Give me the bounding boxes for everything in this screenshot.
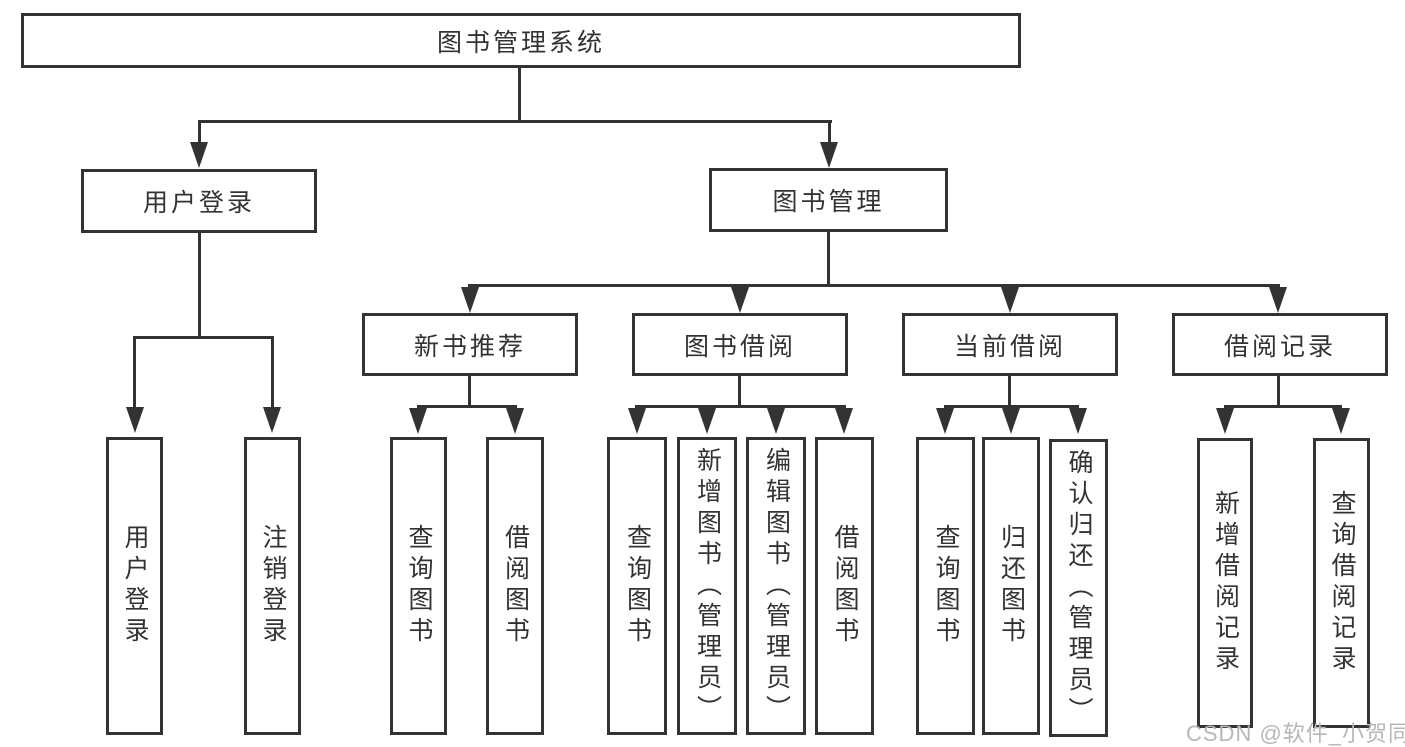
connector-login-hline bbox=[133, 336, 274, 339]
connector-root-left-shaft bbox=[198, 120, 201, 146]
node-current-borrow: 当前借阅 bbox=[902, 313, 1118, 376]
arrow-down-icon bbox=[1069, 408, 1087, 434]
connector-borrow-vline bbox=[738, 376, 741, 408]
leaf-borrow-books-recommend: 借阅图书 bbox=[486, 437, 544, 735]
arrow-down-icon bbox=[820, 142, 838, 168]
connector-records-hline bbox=[1224, 405, 1342, 408]
connector-recommend-vline bbox=[468, 376, 471, 408]
connector-borrow-hline bbox=[636, 405, 846, 408]
arrow-down-icon bbox=[1216, 408, 1234, 434]
node-user-login: 用户登录 bbox=[81, 169, 317, 233]
leaf-return-book: 归还图书 bbox=[982, 437, 1040, 735]
arrow-down-icon bbox=[835, 408, 853, 434]
connector-login-vline bbox=[198, 233, 201, 336]
csdn-watermark: CSDN @软件_小贺同学 bbox=[1186, 721, 1405, 746]
arrow-down-icon bbox=[1002, 408, 1020, 434]
connector-login-shaft bbox=[133, 336, 136, 409]
connector-logout-shaft bbox=[271, 336, 274, 409]
arrow-down-icon bbox=[126, 407, 144, 433]
leaf-logout: 注销登录 bbox=[244, 437, 301, 735]
node-root: 图书管理系统 bbox=[21, 13, 1021, 68]
arrow-down-icon bbox=[190, 142, 208, 168]
arrow-down-icon bbox=[409, 408, 427, 434]
connector-mgmt-hline bbox=[469, 284, 1280, 287]
arrow-down-icon bbox=[731, 287, 749, 313]
leaf-query-books-borrow: 查询图书 bbox=[607, 437, 667, 735]
arrow-down-icon bbox=[506, 408, 524, 434]
leaf-borrow-books-borrow: 借阅图书 bbox=[815, 437, 874, 735]
leaf-add-borrow-record: 新增借阅记录 bbox=[1197, 438, 1253, 728]
node-book-borrow: 图书借阅 bbox=[632, 313, 848, 376]
arrow-down-icon bbox=[936, 408, 954, 434]
arrow-down-icon bbox=[1269, 287, 1287, 313]
leaf-add-book-admin: 新增图书（管理员） bbox=[677, 437, 737, 735]
leaf-edit-book-admin: 编辑图书（管理员） bbox=[746, 437, 806, 735]
connector-records-vline bbox=[1277, 376, 1280, 408]
leaf-query-borrow-record: 查询借阅记录 bbox=[1313, 438, 1370, 728]
leaf-query-books-recommend: 查询图书 bbox=[390, 437, 447, 735]
connector-recommend-hline bbox=[417, 405, 517, 408]
leaf-query-books-current: 查询图书 bbox=[916, 437, 975, 735]
arrow-down-icon bbox=[1332, 408, 1350, 434]
arrow-down-icon bbox=[628, 408, 646, 434]
leaf-user-login: 用户登录 bbox=[106, 437, 163, 735]
arrow-down-icon bbox=[698, 408, 716, 434]
arrow-down-icon bbox=[767, 408, 785, 434]
connector-root-hline bbox=[198, 120, 832, 123]
node-new-book-recommend: 新书推荐 bbox=[362, 313, 578, 376]
connector-current-vline bbox=[1008, 376, 1011, 408]
leaf-confirm-return-admin: 确认归还（管理员） bbox=[1049, 439, 1108, 737]
node-borrow-records: 借阅记录 bbox=[1172, 313, 1388, 376]
arrow-down-icon bbox=[263, 407, 281, 433]
connector-root-vline bbox=[518, 67, 521, 121]
arrow-down-icon bbox=[461, 287, 479, 313]
connector-mgmt-vline bbox=[827, 232, 830, 286]
node-book-management: 图书管理 bbox=[709, 168, 948, 232]
arrow-down-icon bbox=[1001, 287, 1019, 313]
connector-root-right-shaft bbox=[828, 120, 831, 146]
